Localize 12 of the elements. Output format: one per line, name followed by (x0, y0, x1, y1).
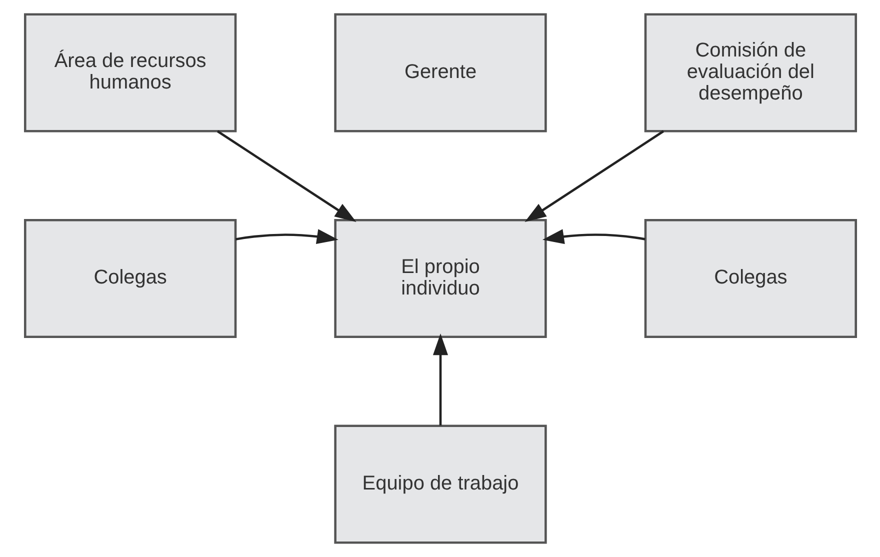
arrow (524, 130, 664, 222)
node-box: Área de recursos humanos (23, 13, 236, 132)
node-box: Equipo de trabajo (334, 424, 546, 544)
node-box: Comisión de evaluación del desempeño (644, 13, 857, 132)
arrow (432, 334, 448, 426)
arrow (216, 130, 356, 222)
node-box: El propio individuo (334, 219, 546, 338)
arrow (235, 229, 338, 244)
node-box: Gerente (334, 13, 546, 132)
node-box: Colegas (23, 219, 236, 338)
node-box: Colegas (644, 219, 857, 338)
arrow (542, 229, 645, 244)
